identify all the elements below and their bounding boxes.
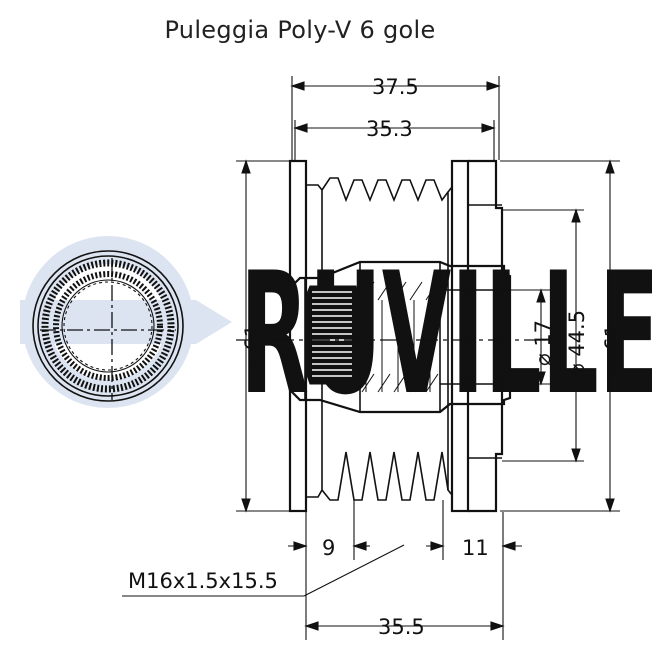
dim-dia-right: ⌀ 61	[601, 324, 625, 370]
pulley-side-view	[236, 159, 560, 513]
thread-hatching	[361, 281, 439, 393]
dim-inner-width: 35.3	[366, 117, 413, 141]
page-title: Puleggia Poly-V 6 gole	[164, 16, 436, 44]
dim-thread: M16x1.5x15.5	[128, 569, 278, 593]
poly-v-grooves-bottom	[321, 451, 449, 501]
spline-ring-inner	[53, 271, 163, 381]
dimension-lines	[122, 76, 620, 640]
dim-dia-hub: ⌀ 44.5	[565, 310, 589, 376]
pulley-end-view	[32, 250, 184, 402]
dim-right-hub: 11	[462, 536, 489, 560]
dim-dia-left: ⌀ 61	[241, 324, 265, 370]
dim-bottom-width: 35.5	[378, 615, 425, 639]
poly-v-grooves-top	[321, 177, 449, 203]
dim-top-width: 37.5	[372, 75, 419, 99]
dim-left-groove: 9	[322, 536, 335, 560]
spline-ring-outer	[41, 259, 175, 393]
dim-dia-bore: ⌀ 17	[531, 320, 555, 366]
